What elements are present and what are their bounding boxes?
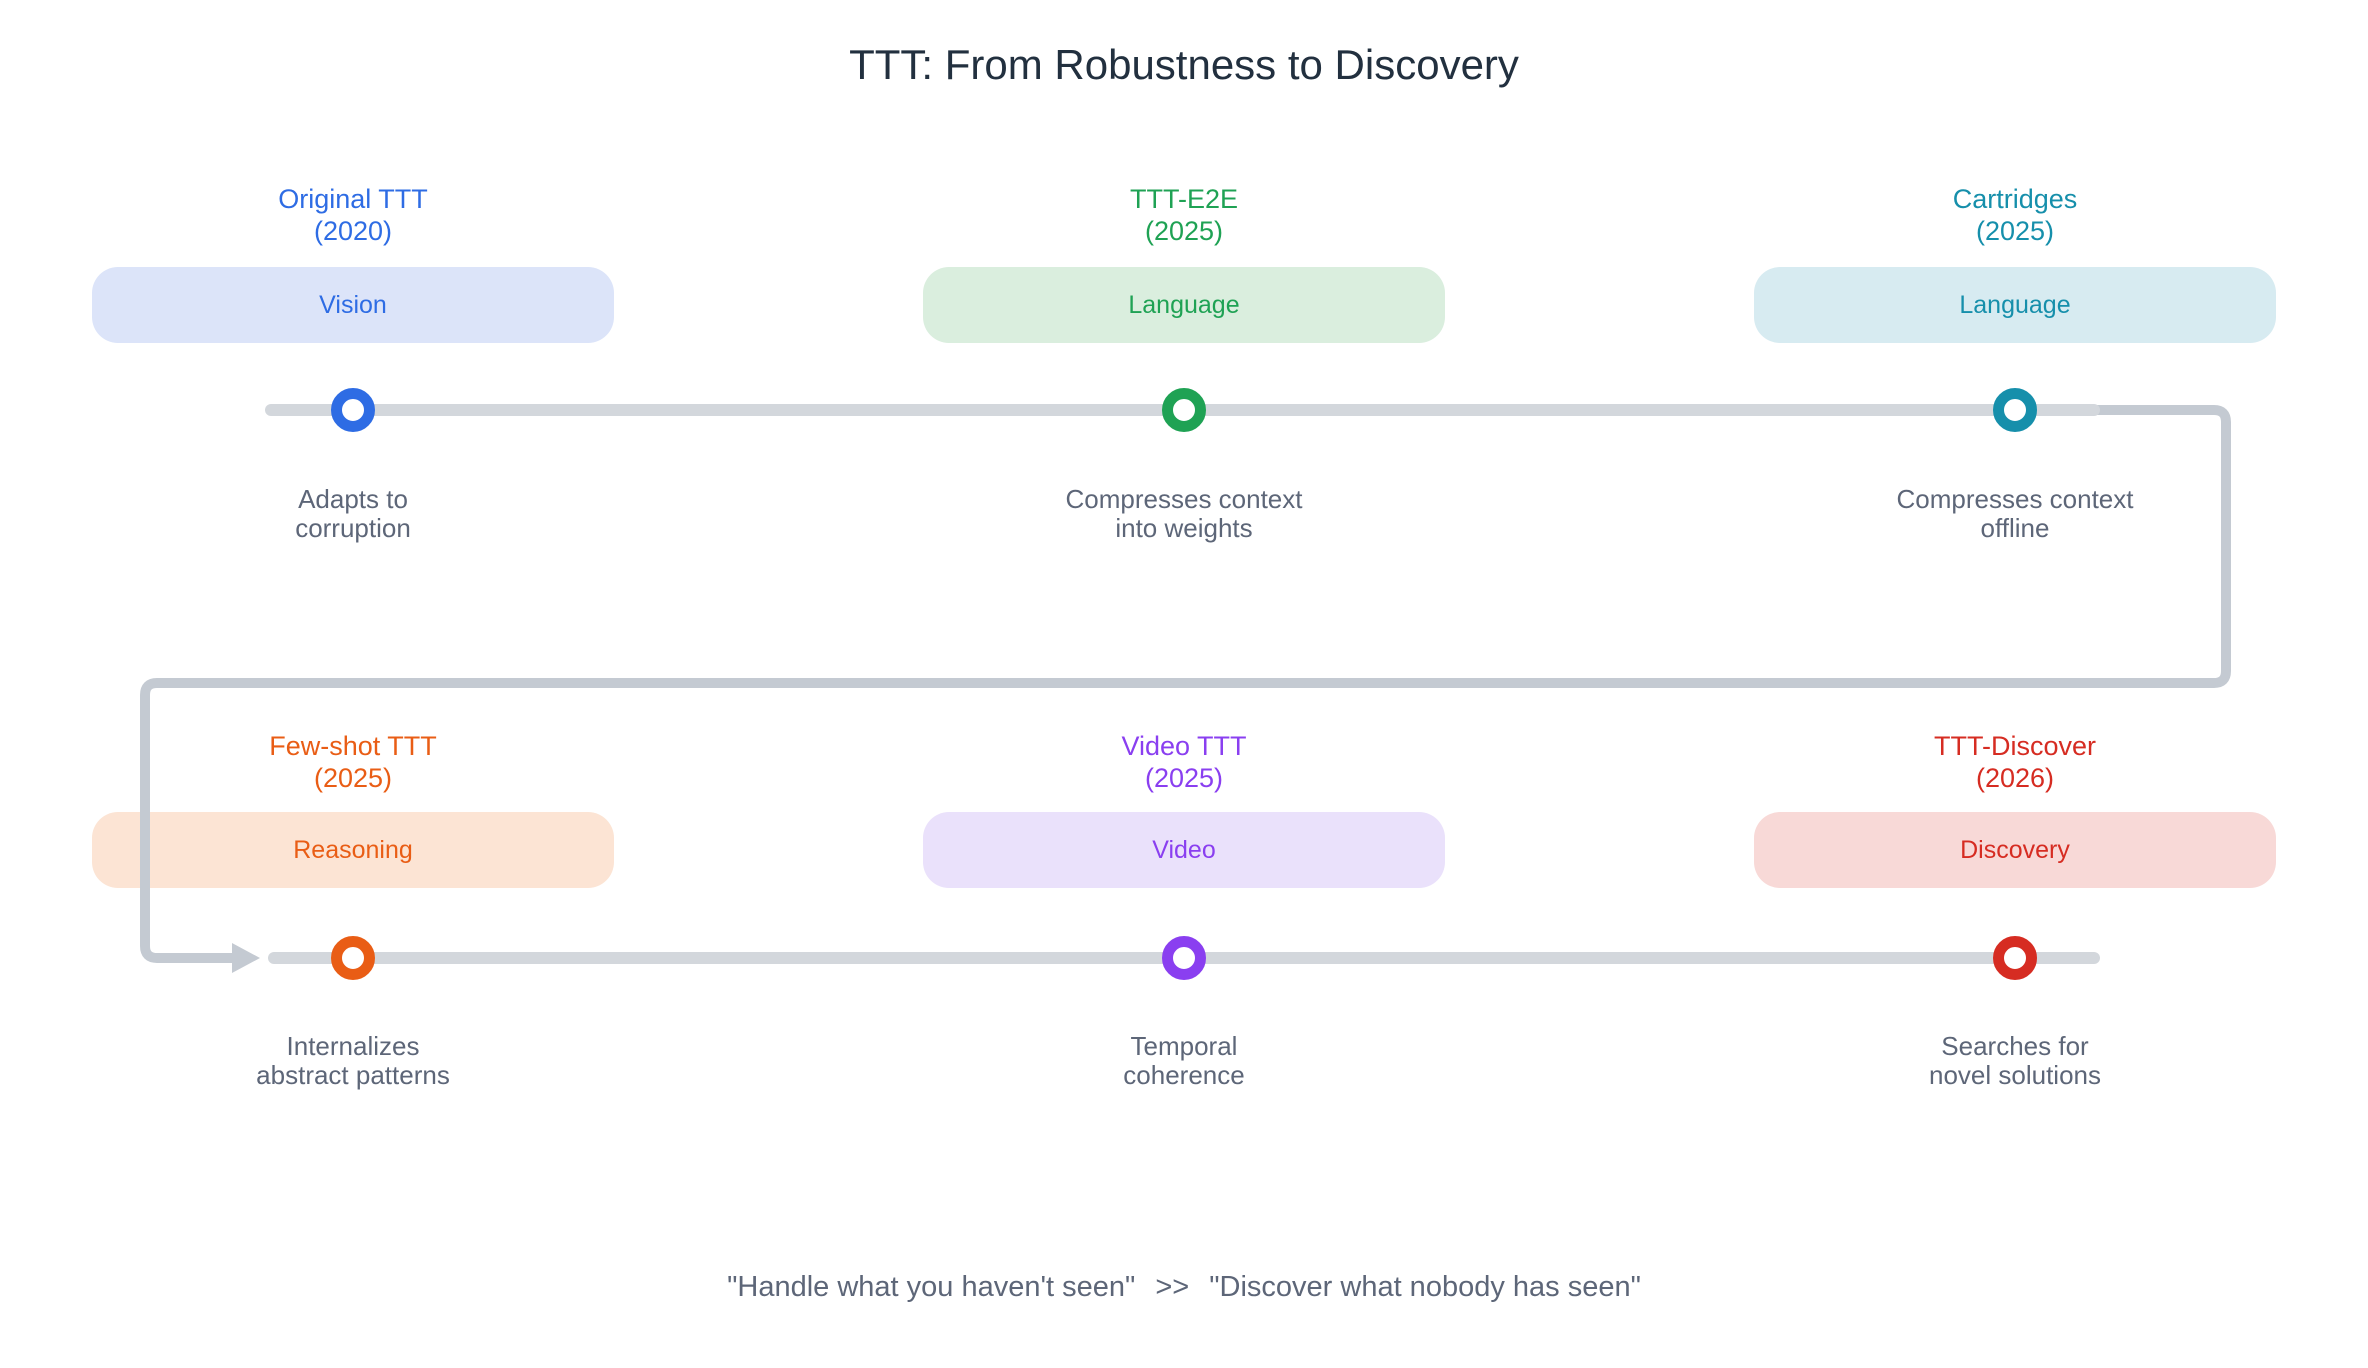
node-title-video-ttt: Video TTT (2025) <box>1121 730 1246 794</box>
timeline-marker-cartridges <box>1993 388 2037 432</box>
timeline-marker-few-shot-ttt <box>331 936 375 980</box>
node-name: TTT-Discover <box>1934 731 2096 761</box>
footer-separator: >> <box>1155 1271 1190 1303</box>
timeline-marker-original-ttt <box>331 388 375 432</box>
node-name: Cartridges <box>1952 184 2078 214</box>
node-title-few-shot-ttt: Few-shot TTT (2025) <box>269 730 437 794</box>
node-name: Video TTT <box>1121 731 1247 761</box>
node-badge-vision: Vision <box>92 267 614 343</box>
node-title-cartridges: Cartridges (2025) <box>1953 183 2078 247</box>
node-description: Compresses context offline <box>1896 484 2134 543</box>
node-description: Adapts to corruption <box>295 484 411 543</box>
node-badge-reasoning: Reasoning <box>92 812 614 888</box>
timeline-marker-ttt-discover <box>1993 936 2037 980</box>
node-name: Few-shot TTT <box>269 731 437 761</box>
node-description: Internalizes abstract patterns <box>256 1031 450 1090</box>
node-year: (2025) <box>1144 216 1224 246</box>
timeline-marker-ttt-e2e <box>1162 388 1206 432</box>
arrowhead-icon <box>232 943 260 973</box>
footer-quote: "Handle what you haven't seen" >> "Disco… <box>727 1271 1641 1304</box>
page-title: TTT: From Robustness to Discovery <box>849 41 1519 88</box>
node-badge-discovery: Discovery <box>1754 812 2276 888</box>
node-year: (2025) <box>313 763 393 793</box>
node-name: TTT-E2E <box>1129 184 1239 214</box>
node-description: Searches for novel solutions <box>1929 1031 2101 1090</box>
node-year: (2026) <box>1975 763 2055 793</box>
footer-quote-right: "Discover what nobody has seen" <box>1209 1271 1641 1303</box>
node-title-ttt-e2e: TTT-E2E (2025) <box>1130 183 1238 247</box>
node-description: Compresses context into weights <box>1065 484 1303 543</box>
node-badge-language: Language <box>1754 267 2276 343</box>
node-year: (2020) <box>313 216 393 246</box>
node-badge-language: Language <box>923 267 1445 343</box>
node-description: Temporal coherence <box>1123 1031 1245 1090</box>
timeline-marker-video-ttt <box>1162 936 1206 980</box>
node-badge-video: Video <box>923 812 1445 888</box>
node-title-ttt-discover: TTT-Discover (2026) <box>1934 730 2096 794</box>
node-name: Original TTT <box>278 184 428 214</box>
node-year: (2025) <box>1144 763 1224 793</box>
footer-quote-left: "Handle what you haven't seen" <box>727 1271 1136 1303</box>
node-year: (2025) <box>1975 216 2055 246</box>
node-title-original-ttt: Original TTT (2020) <box>278 183 428 247</box>
